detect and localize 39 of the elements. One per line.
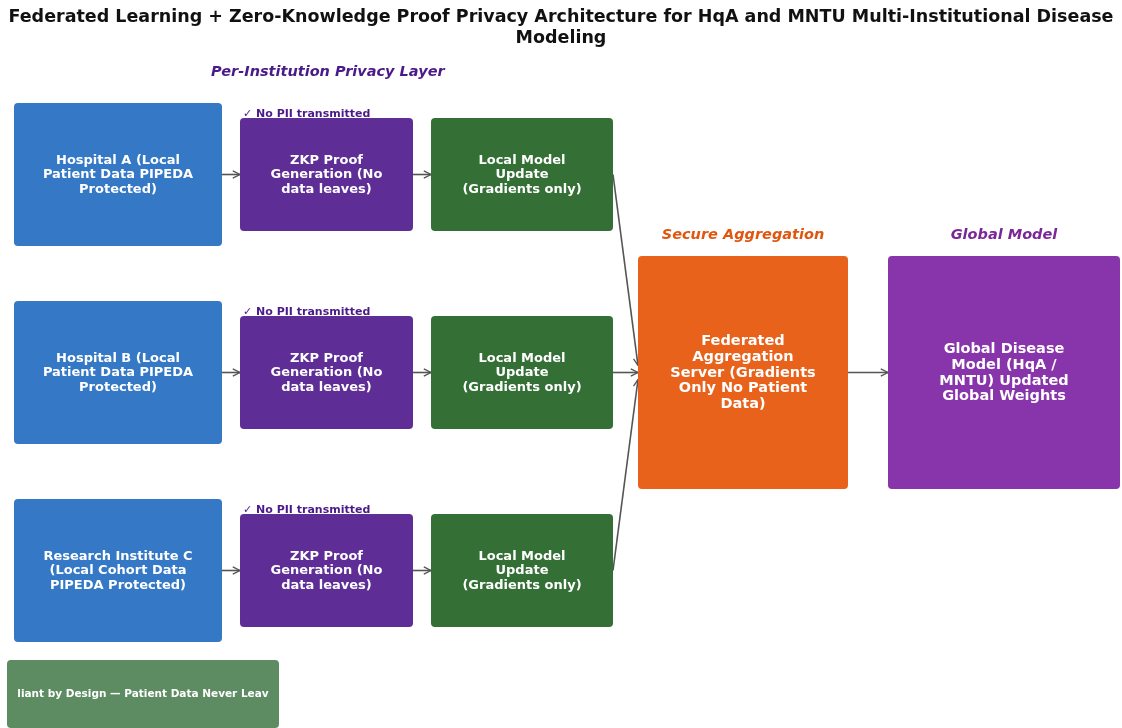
process-box — [240, 316, 413, 429]
arrow — [221, 566, 241, 575]
section-heading: Per-Institution Privacy Layer — [211, 63, 445, 79]
box-text: liant by Design — Patient Data Never Leav — [17, 688, 269, 700]
box-text: Federated Aggregation Server (Gradients Only No Patient Data) — [669, 332, 817, 413]
note-text: ✓ No PII transmitted — [243, 305, 371, 318]
box-text: Global Disease Model (HqA / MNTU) Updated Global Weights — [938, 340, 1070, 405]
process-box — [240, 118, 413, 231]
process-box — [14, 499, 222, 642]
arrow — [412, 170, 432, 179]
diagram-title: Federated Learning + Zero-Knowledge Proof Privacy Architecture for HqA and MNTU Multi-Institutional Disease Modeling — [7, 6, 1115, 48]
arrow — [847, 368, 889, 377]
box-text: Local Model Update (Gradients only) — [461, 351, 583, 394]
box-text: Research Institute C (Local Cohort Data PIPEDA Protected) — [42, 549, 194, 592]
box-text: ZKP Proof Generation (No data leaves) — [269, 153, 384, 196]
arrow — [612, 368, 639, 377]
process-box — [431, 316, 613, 429]
process-box — [14, 301, 222, 444]
box-heading: Secure Aggregation — [660, 226, 826, 242]
box-text: Local Model Update (Gradients only) — [461, 153, 583, 196]
box-text: Hospital A (Local Patient Data PIPEDA Protected) — [41, 153, 195, 196]
process-box — [14, 103, 222, 246]
process-box — [431, 118, 613, 231]
box-text: ZKP Proof Generation (No data leaves) — [269, 549, 384, 592]
process-box — [888, 256, 1120, 489]
arrow — [221, 170, 241, 179]
process-box — [638, 256, 848, 489]
box-text: Hospital B (Local Patient Data PIPEDA Protected) — [41, 351, 195, 394]
box-text: ZKP Proof Generation (No data leaves) — [269, 351, 384, 394]
box-text: Local Model Update (Gradients only) — [461, 549, 583, 592]
box-heading: Global Model — [949, 226, 1059, 242]
process-box — [431, 514, 613, 627]
process-box — [7, 660, 279, 728]
note-text: ✓ No PII transmitted — [243, 107, 371, 120]
arrow — [412, 368, 432, 377]
arrow — [412, 566, 432, 575]
arrow — [221, 368, 241, 377]
process-box — [240, 514, 413, 627]
note-text: ✓ No PII transmitted — [243, 503, 371, 516]
